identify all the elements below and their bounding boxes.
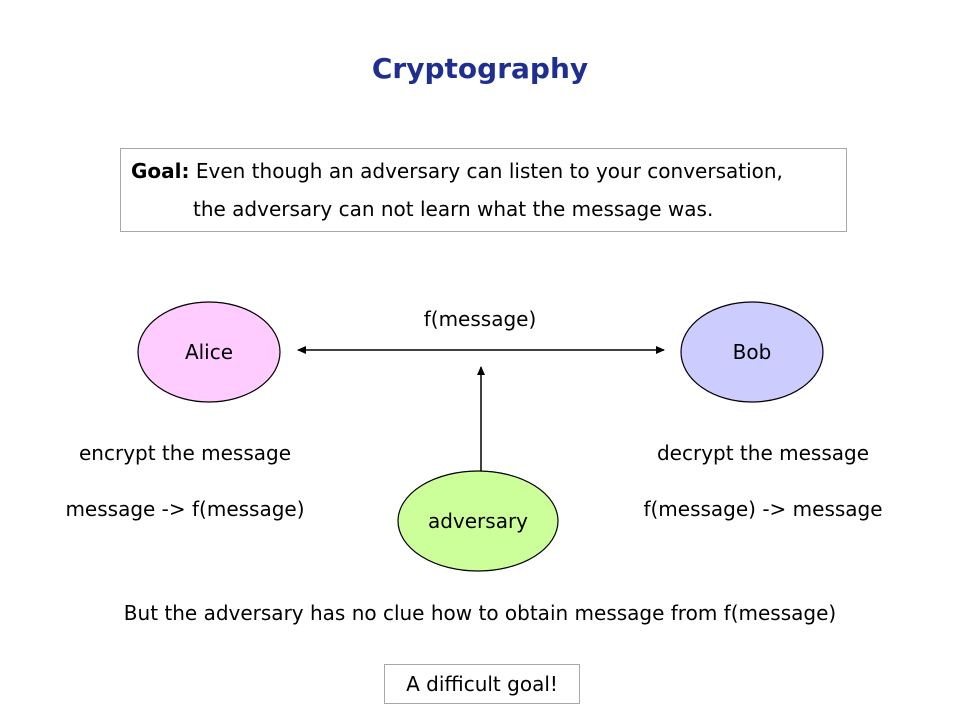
encrypt-function: message -> f(message) (65, 497, 305, 521)
difficult-goal-box: A difficult goal! (384, 664, 580, 704)
goal-line-1: Goal: Even though an adversary can liste… (131, 159, 783, 183)
goal-line-2: the adversary can not learn what the mes… (193, 197, 714, 221)
alice-label: Alice (185, 340, 233, 364)
encrypt-note: encrypt the message (79, 441, 291, 465)
edge-label: f(message) (423, 307, 537, 331)
adversary-label: adversary (428, 509, 528, 533)
page-title: Cryptography (371, 52, 589, 85)
bob-node (680, 301, 824, 403)
decrypt-function: f(message) -> message (643, 497, 883, 521)
conclusion-text: But the adversary has no clue how to obt… (123, 601, 837, 625)
alice-node (137, 301, 281, 403)
goal-text-1: Even though an adversary can listen to y… (195, 159, 783, 183)
difficult-goal-text: A difficult goal! (406, 672, 558, 696)
decrypt-note: decrypt the message (656, 441, 869, 465)
adversary-node (397, 470, 559, 572)
goal-label: Goal: (131, 159, 190, 183)
goal-box: Goal: Even though an adversary can liste… (120, 148, 847, 232)
bob-label: Bob (733, 340, 772, 364)
